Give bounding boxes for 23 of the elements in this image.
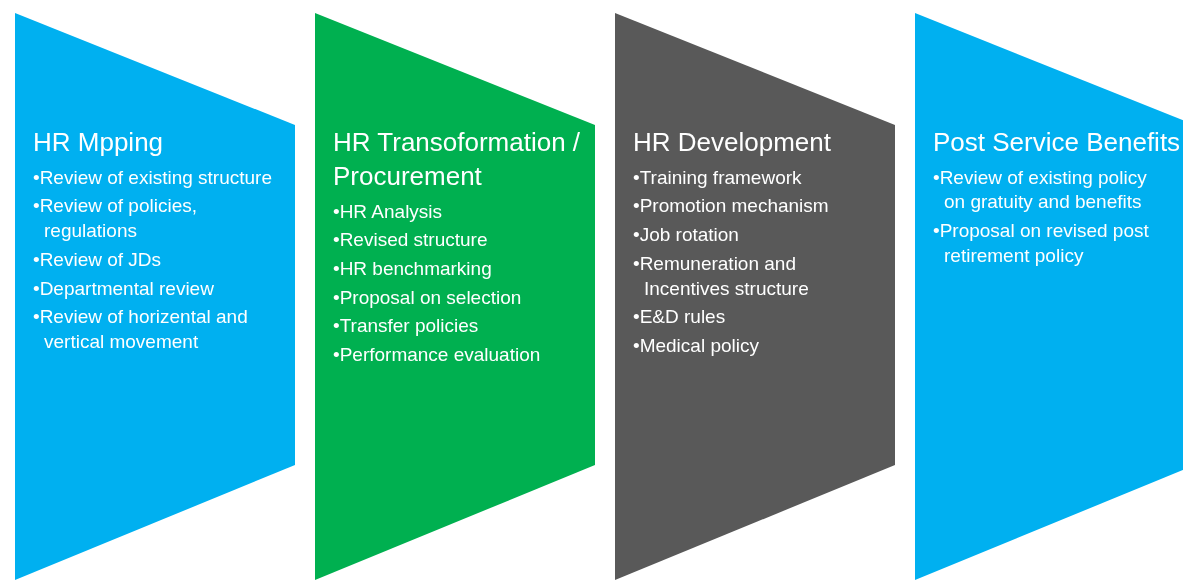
bullet-item: •HR Analysis [333,199,444,224]
bullet-item: •Departmental review [33,276,215,301]
bullet-item: •Training framework [633,165,803,190]
bullet-item: •Performance evaluation [333,343,542,368]
bullet-item: •Review of horizental and vertical movement [33,305,249,354]
bullet-item: •Transfer policies [333,314,480,339]
bullet-item: •Promotion mechanism [633,194,830,219]
bullet-item: •Review of existing structure [33,165,272,190]
bullet-item: •Review of JDs [33,247,163,272]
bullet-item: •E&D rules [633,305,727,330]
bullet-item: •Proposal on selection [333,285,523,310]
bullet-item: •HR benchmarking [333,256,493,281]
bullet-item: •Review of policies, regulations [33,194,198,244]
panel-heading: HR Mpping [33,126,165,159]
bullet-item: •Review of existing policy on gratuity and benefits [933,165,1148,215]
panel-heading: HR Transoformation / Procurement [333,126,582,193]
bullet-item: •Remuneration and Incentives structure [633,251,810,301]
bullet-item: •Medical policy [633,333,760,358]
bullet-item: •Proposal on revised post retirement policy [933,219,1150,268]
panel-heading: HR Development [633,126,832,159]
panel-heading: Post Service Benefits [933,126,1182,159]
bullet-item: •Job rotation [633,223,740,248]
bullet-item: •Revised structure [333,228,489,253]
